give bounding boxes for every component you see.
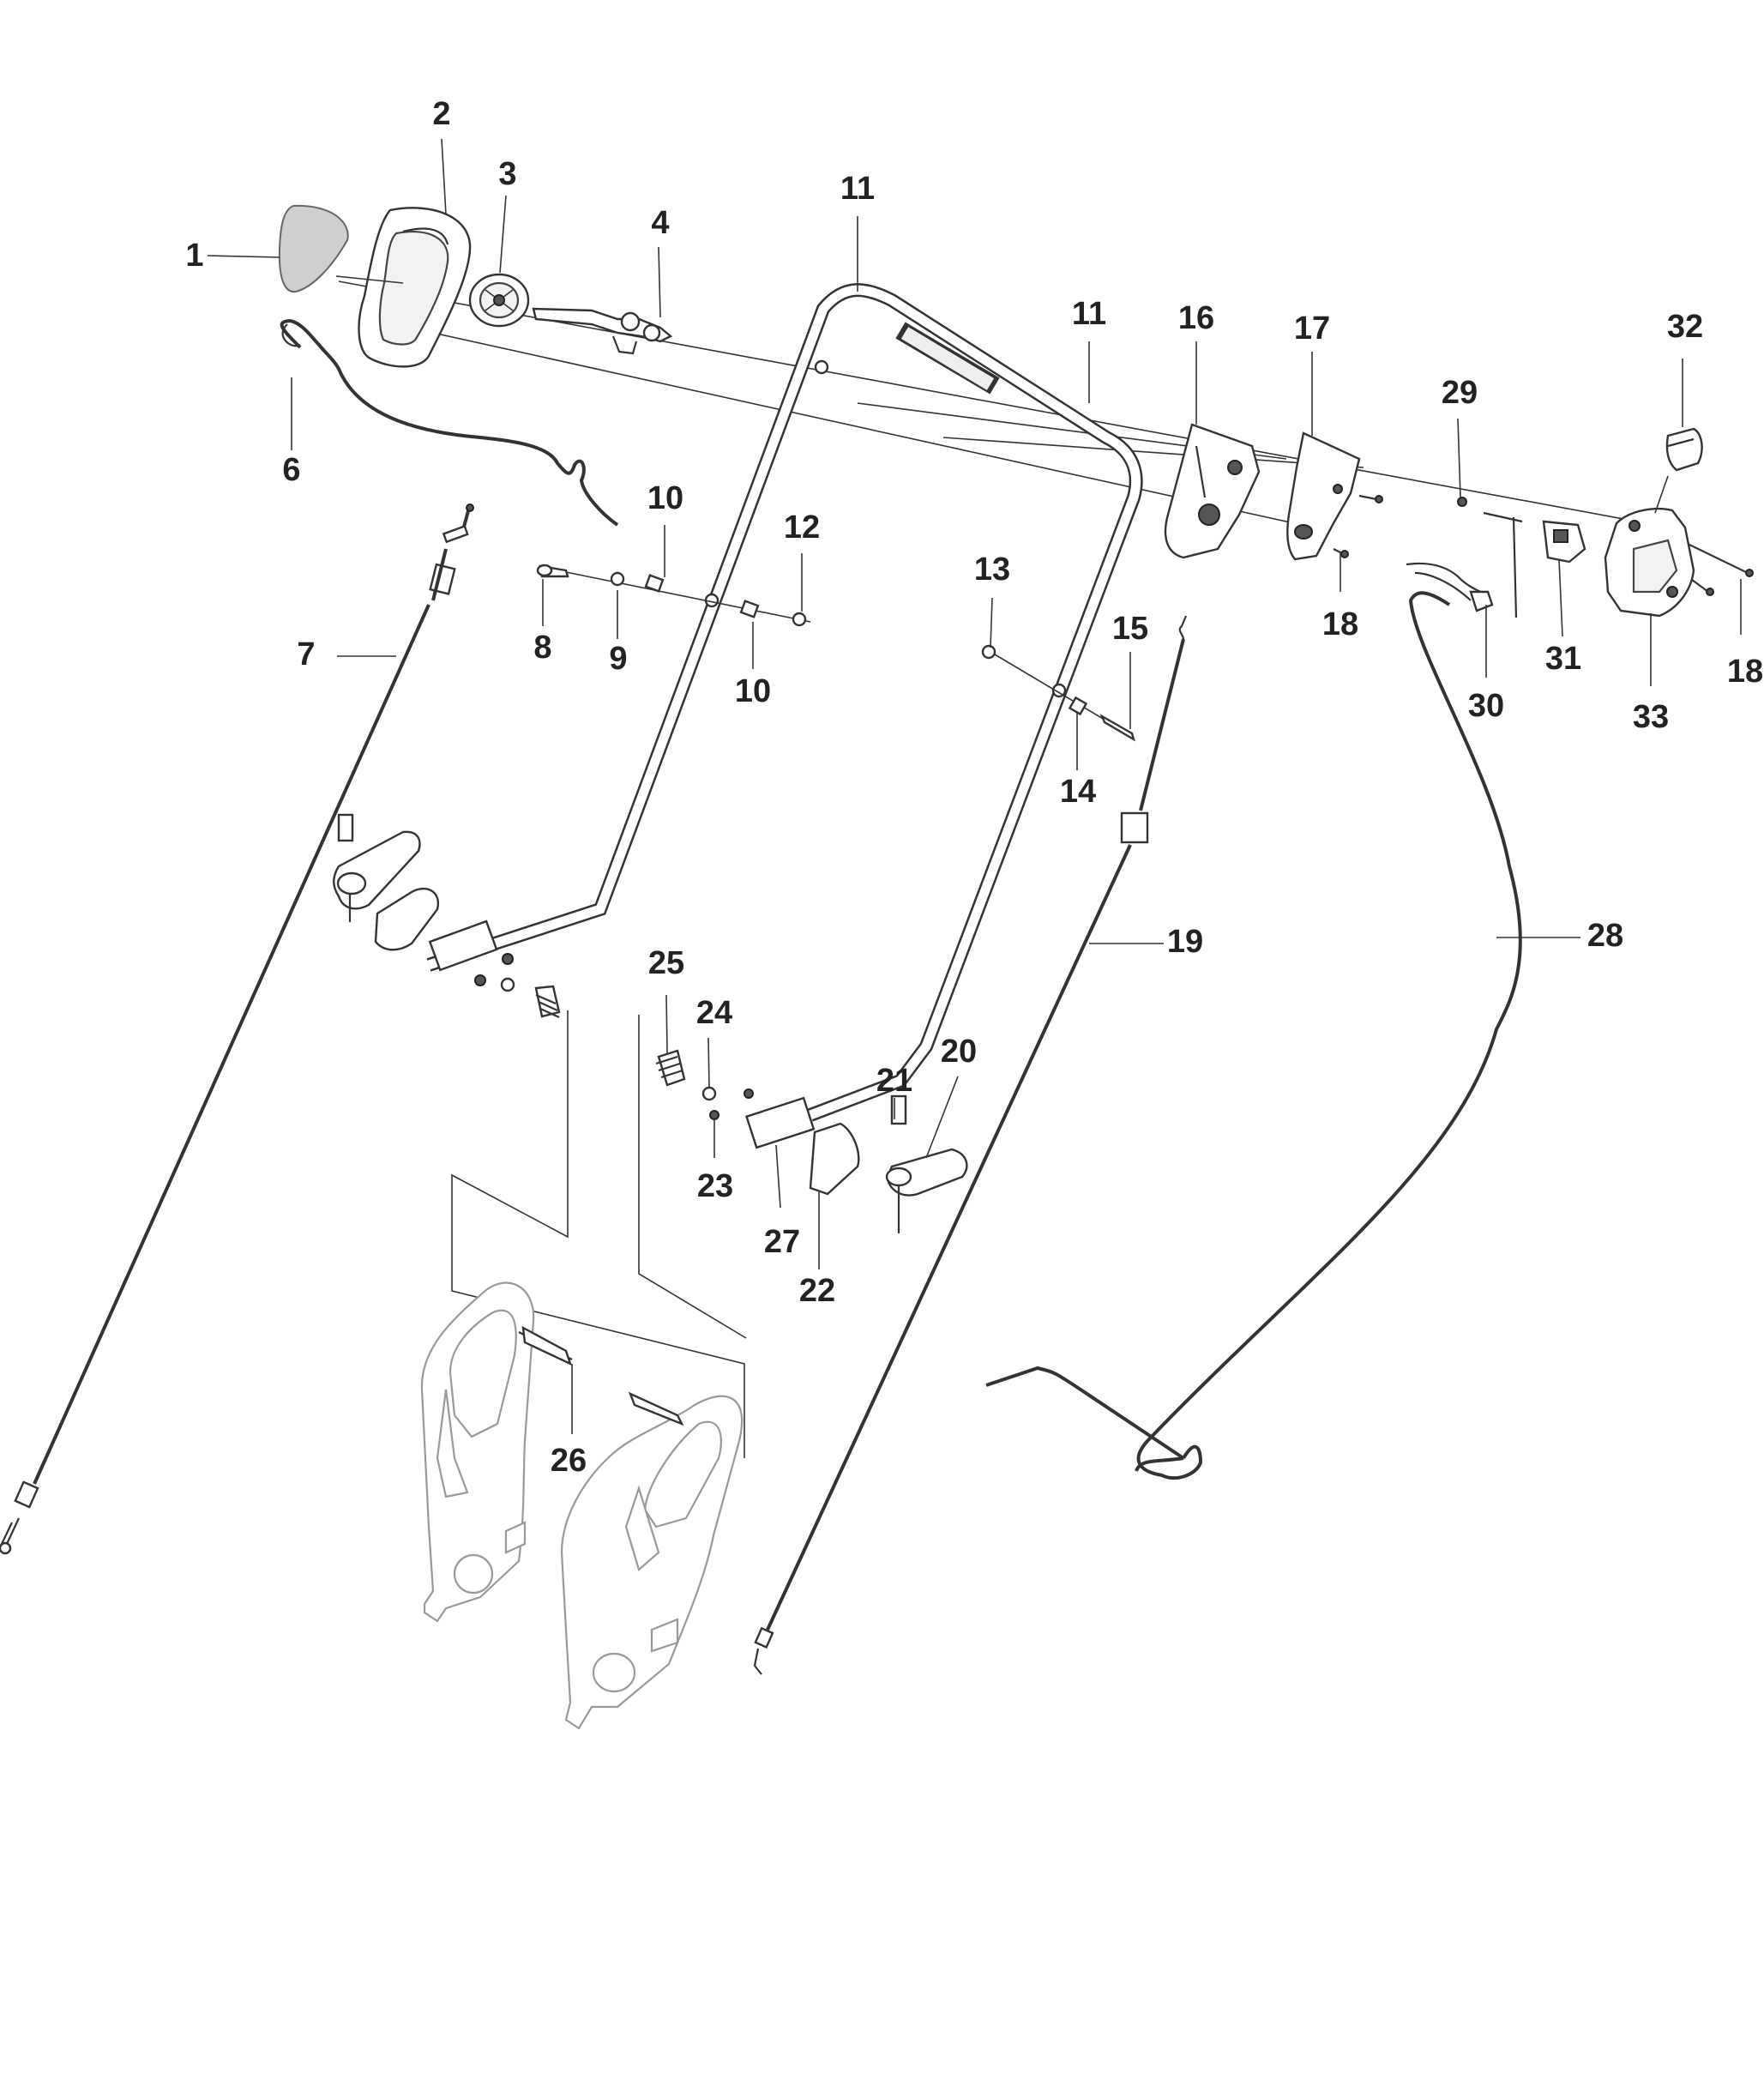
part-7-cable bbox=[0, 503, 474, 1555]
callout-9: 9 bbox=[609, 641, 627, 677]
callout-8: 8 bbox=[533, 630, 551, 666]
callout-22: 22 bbox=[799, 1273, 835, 1309]
callout-2: 2 bbox=[432, 96, 450, 132]
callout-29: 29 bbox=[1442, 375, 1478, 411]
hardware-group-right bbox=[981, 644, 1135, 742]
springs bbox=[535, 993, 683, 1079]
callout-1: 1 bbox=[185, 238, 203, 274]
callout-3: 3 bbox=[498, 156, 516, 192]
part-29-31-switch bbox=[1406, 497, 1586, 618]
part-19-cable bbox=[753, 615, 1188, 1675]
part-2-housing bbox=[358, 207, 472, 368]
callout-28: 28 bbox=[1587, 918, 1623, 954]
callout-4: 4 bbox=[651, 205, 669, 241]
callout-20: 20 bbox=[941, 1034, 977, 1070]
part-3-knob bbox=[468, 273, 530, 328]
callout-17: 17 bbox=[1294, 310, 1330, 347]
right-bracket-assembly bbox=[657, 1049, 968, 1233]
callout-12: 12 bbox=[784, 509, 820, 546]
callout-15: 15 bbox=[1112, 611, 1148, 647]
part-11-handle bbox=[426, 283, 1143, 1122]
screw-26 bbox=[518, 1325, 573, 1366]
assembly-guide-boxes bbox=[451, 1010, 747, 1458]
leader-lines bbox=[207, 138, 1742, 1434]
callout-18-left: 18 bbox=[1322, 606, 1358, 642]
callout-30: 30 bbox=[1468, 688, 1504, 724]
part-17-plate bbox=[1286, 431, 1361, 561]
callout-19: 19 bbox=[1167, 924, 1203, 960]
part-33-box bbox=[1604, 475, 1695, 618]
callout-21: 21 bbox=[876, 1063, 912, 1099]
part-28-rod bbox=[985, 591, 1522, 1480]
callout-32: 32 bbox=[1667, 309, 1703, 345]
left-bracket-assembly bbox=[333, 813, 561, 1018]
hardware-group-left bbox=[536, 564, 811, 627]
callout-24: 24 bbox=[696, 995, 732, 1031]
part-16-panel bbox=[1164, 423, 1261, 559]
side-plate-right bbox=[560, 1395, 744, 1730]
callout-25: 25 bbox=[648, 945, 684, 981]
side-plate-left bbox=[420, 1281, 535, 1623]
callout-27: 27 bbox=[764, 1224, 800, 1260]
callout-labels: 1 2 3 4 6 7 8 9 10 10 11 11 12 13 14 15 … bbox=[185, 96, 1763, 1479]
callout-11-mid: 11 bbox=[1072, 296, 1106, 332]
callout-18-right: 18 bbox=[1727, 654, 1763, 690]
callout-6: 6 bbox=[282, 452, 300, 488]
callout-10-bottom: 10 bbox=[735, 673, 771, 709]
callout-14: 14 bbox=[1060, 774, 1096, 810]
callout-13: 13 bbox=[974, 552, 1010, 588]
callout-31: 31 bbox=[1545, 641, 1581, 677]
part-4-lever bbox=[532, 307, 673, 355]
part-6-bail-bar bbox=[280, 318, 619, 527]
part-1-cover bbox=[278, 204, 349, 293]
callout-26: 26 bbox=[551, 1443, 587, 1479]
callout-10-top: 10 bbox=[647, 480, 683, 516]
screw-left-plate bbox=[628, 1391, 684, 1426]
callout-33: 33 bbox=[1633, 699, 1669, 735]
callout-11-top: 11 bbox=[840, 171, 875, 207]
callout-23: 23 bbox=[697, 1168, 733, 1204]
callout-16: 16 bbox=[1178, 300, 1214, 336]
callout-7: 7 bbox=[297, 636, 315, 672]
part-32-button bbox=[1665, 427, 1703, 472]
